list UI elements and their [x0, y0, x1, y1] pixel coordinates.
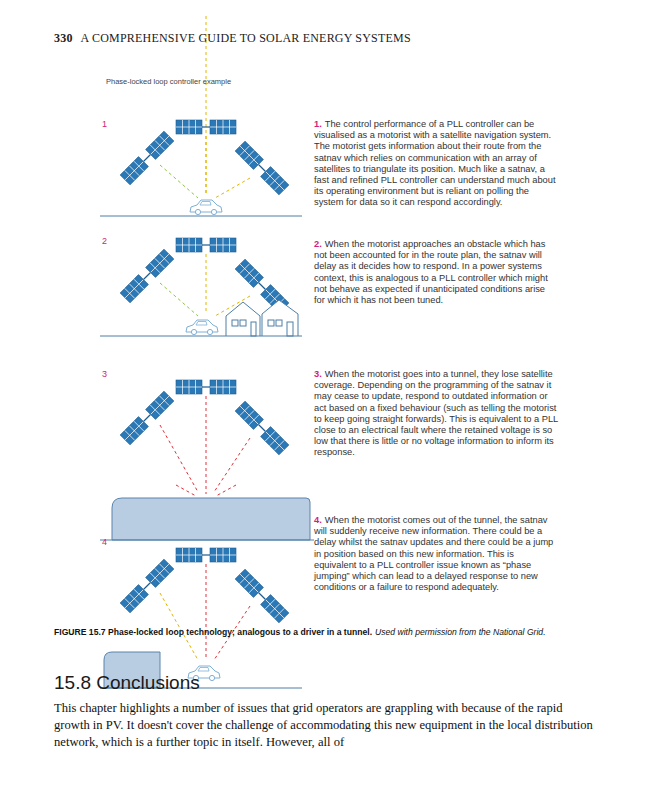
step-text: When the motorist comes out of the tunne… — [314, 515, 553, 592]
running-title: A COMPREHENSIVE GUIDE TO SOLAR ENERGY SY… — [81, 31, 411, 45]
step-number: 1. — [314, 119, 322, 129]
step-text: When the motorist goes into a tunnel, th… — [314, 369, 558, 457]
page-header: 330 A COMPREHENSIVE GUIDE TO SOLAR ENERGY… — [54, 31, 614, 46]
step-note: 4.When the motorist comes out of the tun… — [314, 515, 558, 593]
page-number: 330 — [54, 31, 73, 45]
callout-number: 2 — [102, 236, 107, 246]
callout-number: 1 — [102, 119, 122, 129]
callout-number: 3 — [102, 369, 122, 379]
step-number: 2. — [314, 239, 322, 249]
figure-title: Phase-locked loop controller example — [106, 77, 231, 86]
step-note: 3.When the motorist goes into a tunnel, … — [314, 369, 558, 459]
body-paragraph: This chapter highlights a number of issu… — [54, 701, 593, 749]
step-number: 3. — [314, 369, 322, 379]
callout-number: 4 — [102, 537, 122, 547]
section-heading: 15.8 Conclusions — [54, 672, 594, 694]
section-heading: 15.8 Conclusions — [54, 672, 200, 693]
credit-note: Used with permission from the National G… — [375, 627, 546, 637]
step-number: 4. — [314, 515, 322, 525]
figure-title: Phase-locked loop controller example — [106, 77, 406, 86]
step-text: The control performance of a PLL control… — [314, 119, 556, 207]
body-paragraph: This chapter highlights a number of issu… — [54, 700, 596, 751]
callout-number: 4 — [102, 537, 107, 547]
callout-number: 2 — [102, 236, 122, 246]
step-note: 1.The control performance of a PLL contr… — [314, 119, 558, 209]
figure-caption: FIGURE 15.7 Phase-locked loop technology… — [54, 627, 594, 638]
step-text: When the motorist approaches an obstacle… — [314, 239, 548, 305]
step-note: 2.When the motorist approaches an obstac… — [314, 239, 558, 306]
figure-caption: FIGURE 15.7 Phase-locked loop technology… — [54, 627, 372, 637]
callout-number: 3 — [102, 369, 107, 379]
callout-number: 1 — [102, 119, 107, 129]
